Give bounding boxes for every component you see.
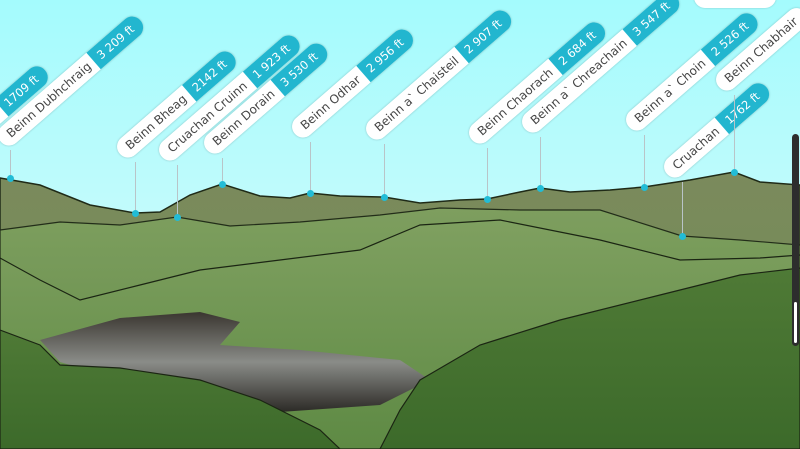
foreground-right [379, 267, 800, 449]
peak-marker[interactable] [174, 214, 181, 221]
leader-line [644, 135, 645, 187]
leader-line [222, 158, 223, 184]
peak-marker[interactable] [219, 181, 226, 188]
peak-marker[interactable] [731, 169, 738, 176]
top-chip[interactable] [694, 0, 776, 8]
zoom-slider-fill [794, 301, 797, 343]
leader-line [10, 150, 11, 178]
foreground-hill [0, 329, 341, 449]
leader-line [487, 148, 488, 199]
zoom-slider[interactable] [792, 134, 799, 346]
peak-marker[interactable] [641, 184, 648, 191]
leader-line [177, 165, 178, 217]
leader-line [310, 142, 311, 193]
peak-marker[interactable] [132, 210, 139, 217]
leader-line [682, 182, 683, 236]
leader-line [540, 137, 541, 188]
peak-marker[interactable] [537, 185, 544, 192]
leader-line [384, 144, 385, 197]
lake [40, 312, 430, 412]
peak-marker[interactable] [381, 194, 388, 201]
peak-marker[interactable] [484, 196, 491, 203]
peak-marker[interactable] [7, 175, 14, 182]
peak-marker[interactable] [307, 190, 314, 197]
leader-line [135, 162, 136, 213]
leader-line [734, 95, 735, 172]
peak-marker[interactable] [679, 233, 686, 240]
